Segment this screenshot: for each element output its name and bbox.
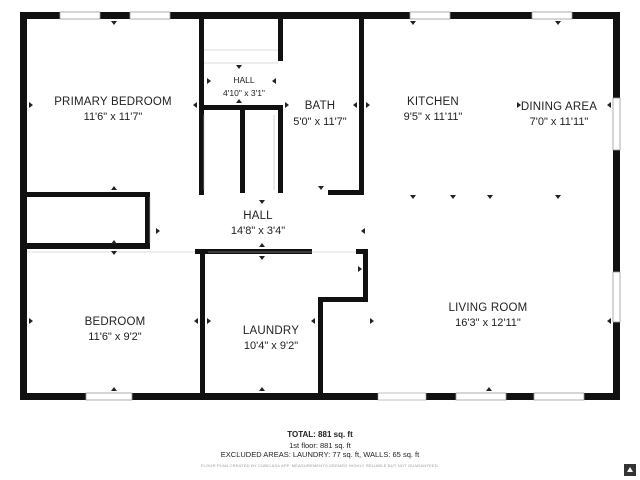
tick <box>311 318 315 324</box>
room-dims-laundry: 10'4" x 9'2" <box>244 340 298 352</box>
cubicasa-logo-icon <box>624 464 636 476</box>
wall-top <box>20 12 620 19</box>
room-name-laundry: LAUNDRY <box>243 325 299 337</box>
wall-left <box>20 12 27 400</box>
entry-door <box>377 392 427 401</box>
wall-bedroom-top <box>20 243 150 249</box>
window <box>409 11 451 20</box>
tick <box>111 186 117 190</box>
window <box>533 392 585 401</box>
room-name-primary-bedroom: PRIMARY BEDROOM <box>54 96 172 108</box>
tick <box>487 195 493 199</box>
window <box>85 392 133 401</box>
tick <box>366 102 370 108</box>
wall-laundry-top <box>195 249 312 254</box>
window <box>59 11 101 20</box>
wall-bath-left <box>278 105 283 193</box>
window <box>612 271 621 323</box>
tick <box>111 21 117 25</box>
window <box>612 97 621 151</box>
wall-right <box>613 12 620 400</box>
wall-primary-bedroom-bottom <box>20 192 150 197</box>
tick <box>486 387 492 391</box>
tick <box>111 387 117 391</box>
tick <box>259 387 265 391</box>
tick <box>194 318 198 324</box>
tick <box>272 78 276 84</box>
room-name-living-room: LIVING ROOM <box>449 302 528 314</box>
room-labels: PRIMARY BEDROOM 11'6" x 11'7" HALL 4'10"… <box>54 75 597 352</box>
floor-plan: PRIMARY BEDROOM 11'6" x 11'7" HALL 4'10"… <box>20 11 621 401</box>
room-name-hall-small: HALL <box>233 75 255 85</box>
window <box>129 11 171 20</box>
interior-walls <box>20 19 368 399</box>
wall-laundry-right-lower <box>318 297 323 397</box>
window <box>531 11 573 20</box>
tick <box>193 102 197 108</box>
room-name-bath: BATH <box>305 100 336 112</box>
room-dims-bath: 5'0" x 11'7" <box>293 116 346 128</box>
tick <box>607 318 611 324</box>
wall-laundry-left <box>200 249 205 399</box>
wall-bath-right <box>359 19 364 195</box>
wall-hall-small-right-upper <box>278 19 283 61</box>
room-dims-living-room: 16'3" x 12'11" <box>455 317 521 329</box>
tick <box>358 266 362 272</box>
tick <box>353 102 357 108</box>
wall-linen-divider <box>240 105 245 193</box>
tick <box>111 240 117 244</box>
wall-laundry-top-right <box>356 249 368 254</box>
wall-laundry-step <box>318 297 368 302</box>
tick <box>259 200 265 204</box>
door-lines <box>27 49 356 253</box>
tick <box>410 21 416 25</box>
tick <box>318 186 324 190</box>
entry-door-opening <box>378 392 426 401</box>
room-name-hall: HALL <box>243 210 273 222</box>
tick <box>517 102 521 108</box>
floor-area: 1st floor: 881 sq. ft <box>289 441 351 450</box>
tick <box>236 99 242 103</box>
dimension-ticks <box>29 21 611 391</box>
tick <box>450 195 456 199</box>
tick <box>410 195 416 199</box>
tick <box>361 228 365 234</box>
tick <box>236 65 242 69</box>
tick <box>156 228 160 234</box>
room-dims-primary-bedroom: 11'6" x 11'7" <box>84 111 143 123</box>
tick <box>29 102 33 108</box>
disclaimer: FLOOR PLAN CREATED BY CUBICASA APP. MEAS… <box>200 463 440 468</box>
tick <box>555 195 561 199</box>
tick <box>555 21 561 25</box>
room-name-bedroom: BEDROOM <box>85 316 146 328</box>
tick <box>285 102 289 108</box>
tick <box>607 102 611 108</box>
tick <box>207 318 211 324</box>
tick <box>259 243 265 247</box>
total-area: TOTAL: 881 sq. ft <box>287 430 353 439</box>
room-dims-dining-area: 7'0" x 11'11" <box>530 116 589 128</box>
room-name-kitchen: KITCHEN <box>407 96 459 108</box>
room-dims-hall: 14'8" x 3'4" <box>231 225 285 237</box>
windows <box>59 11 621 401</box>
room-dims-hall-small: 4'10" x 3'1" <box>223 88 265 98</box>
tick <box>111 251 117 255</box>
wall-bath-bottom <box>328 190 364 195</box>
tick <box>370 318 374 324</box>
tick <box>29 318 33 324</box>
wall-closet-right <box>145 192 150 246</box>
tick <box>207 78 211 84</box>
room-dims-bedroom: 11'6" x 9'2" <box>88 331 141 343</box>
window <box>455 392 507 401</box>
wall-laundry-right-upper <box>363 249 368 301</box>
room-name-dining-area: DINING AREA <box>521 101 597 113</box>
excluded-areas: EXCLUDED AREAS: LAUNDRY: 77 sq. ft, WALL… <box>220 450 420 459</box>
room-dims-kitchen: 9'5" x 11'11" <box>404 111 463 123</box>
tick <box>259 256 265 260</box>
